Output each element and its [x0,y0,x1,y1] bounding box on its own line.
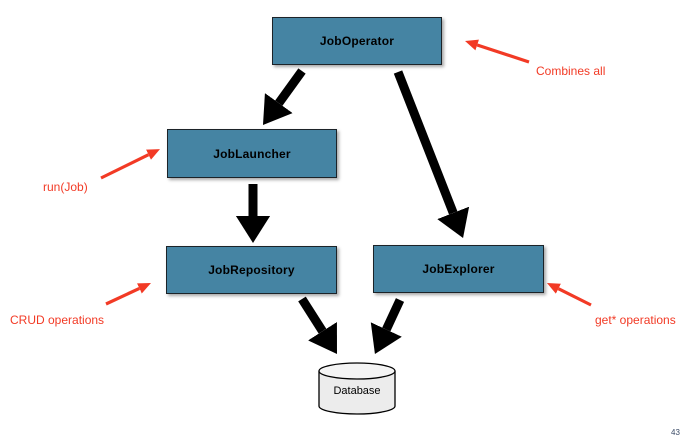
page-number: 43 [671,428,680,437]
annotation-get-operations: get* operations [595,313,676,327]
annotation-arrow-get-operations [546,282,592,307]
node-job-operator: JobOperator [272,17,442,65]
arrow-joboperator-to-joblauncher [262,68,306,125]
node-job-explorer-label: JobExplorer [422,262,495,276]
arrow-joboperator-to-jobexplorer [393,70,470,239]
node-job-launcher: JobLauncher [167,129,337,178]
node-job-launcher-label: JobLauncher [213,146,291,161]
annotation-run-job: run(Job) [43,180,88,194]
annotation-arrow-run-job [100,149,160,180]
database-label: Database [333,385,381,397]
annotation-crud-operations: CRUD operations [10,313,105,327]
annotation-combines-all: Combines all [536,64,606,78]
node-job-explorer: JobExplorer [373,245,544,293]
node-job-repository: JobRepository [166,246,337,294]
node-job-operator-label: JobOperator [319,34,395,48]
node-job-repository-label: JobRepository [208,263,295,277]
database-cylinder-top [318,362,396,380]
annotation-arrow-crud-operations [105,282,151,306]
annotation-arrow-combines-all [465,39,530,64]
arrow-jobrepository-to-database [298,296,338,354]
arrow-jobexplorer-to-database [370,298,405,354]
